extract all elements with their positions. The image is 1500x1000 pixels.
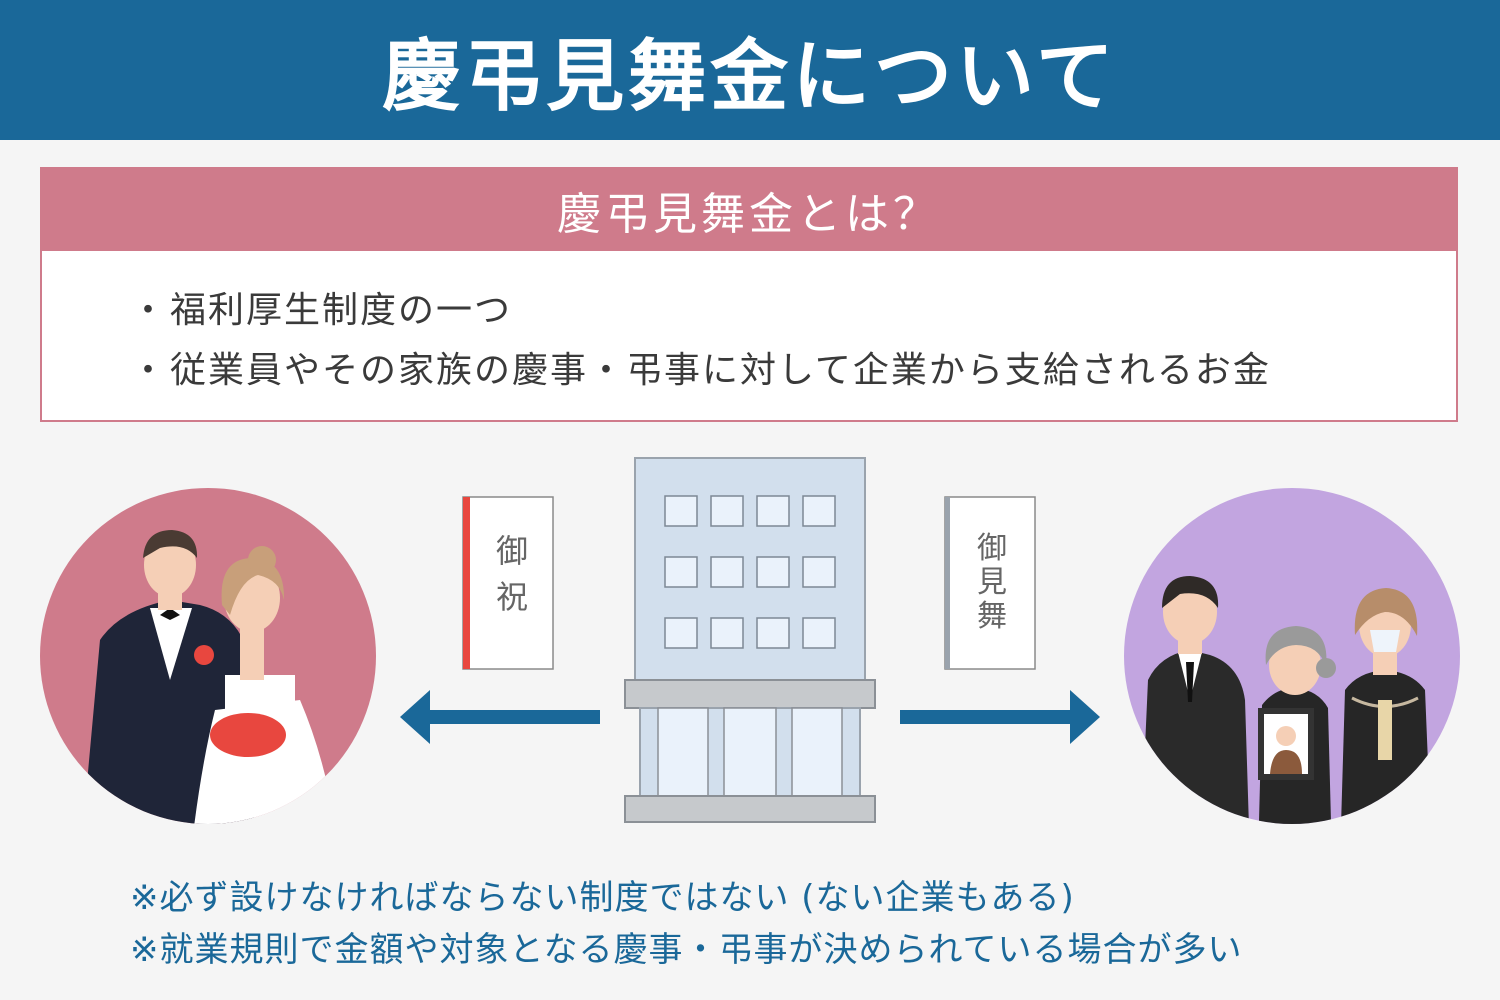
definition-list: 福利厚生制度の一つ 従業員やその家族の慶事・弔事に対して企業から支給されるお金	[42, 251, 1456, 401]
condolence-envelope: 御 見 舞	[944, 496, 1036, 670]
illustration: 御 祝 御 見 舞	[40, 457, 1460, 824]
right-arrow	[900, 690, 1100, 744]
envelope-char: 御	[977, 531, 1007, 566]
note-item: ※必ず設けなければならない制度ではない (ない企業もある)	[130, 878, 1075, 918]
left-arrow	[400, 690, 600, 744]
definition-header: 慶弔見舞金とは？	[42, 169, 1456, 251]
definition-item: 福利厚生制度の一つ	[130, 281, 1456, 341]
title-banner: 慶弔見舞金について	[0, 0, 1500, 140]
envelope-char: 見	[977, 565, 1007, 600]
definition-item: 従業員やその家族の慶事・弔事に対して企業から支給されるお金	[130, 341, 1456, 401]
definition-heading: 慶弔見舞金とは？	[557, 189, 941, 240]
wedding-illustration	[40, 488, 376, 824]
definition-box: 慶弔見舞金とは？ 福利厚生制度の一つ 従業員やその家族の慶事・弔事に対して企業か…	[40, 167, 1458, 422]
celebration-envelope: 御 祝	[462, 496, 554, 670]
funeral-illustration	[1124, 488, 1460, 824]
envelope-char: 祝	[496, 578, 528, 616]
notes: ※必ず設けなければならない制度ではない (ない企業もある) ※就業規則で金額や対…	[130, 872, 1242, 976]
envelope-char: 御	[496, 532, 528, 570]
company-building-icon	[624, 457, 876, 823]
note-item: ※就業規則で金額や対象となる慶事・弔事が決められている場合が多い	[130, 930, 1243, 970]
page-title: 慶弔見舞金について	[382, 32, 1118, 122]
envelope-char: 舞	[977, 599, 1007, 634]
